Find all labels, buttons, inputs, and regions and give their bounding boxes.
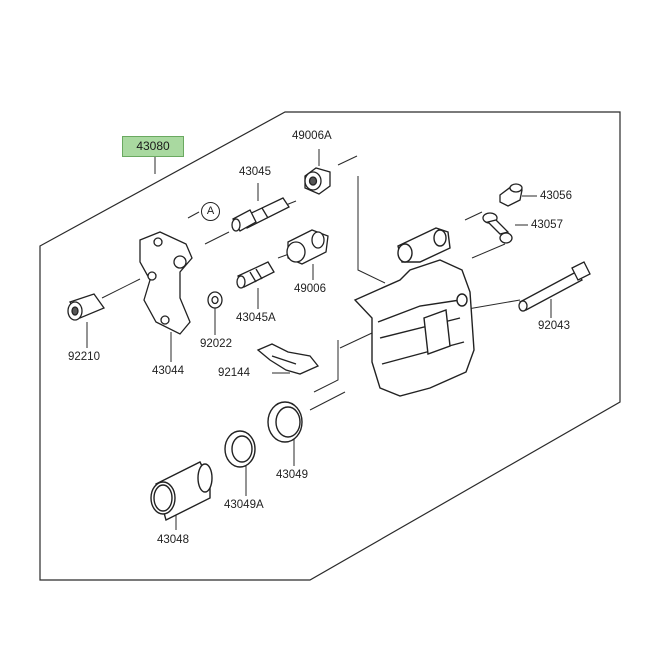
assembly-boundary <box>39 111 621 581</box>
assembly-part-number-badge: 43080 <box>122 136 184 157</box>
part-label-92210: 92210 <box>68 351 100 363</box>
part-label-92043: 92043 <box>538 320 570 332</box>
pin-43045a <box>236 261 275 289</box>
part-label-49006a: 49006A <box>292 130 332 142</box>
part-label-43045: 43045 <box>239 166 271 178</box>
seal-43049 <box>267 401 303 443</box>
boot-49006 <box>286 229 329 265</box>
part-label-92144: 92144 <box>218 367 250 379</box>
cap-43057 <box>482 212 513 244</box>
bleeder-43056 <box>499 183 523 207</box>
washer-92022 <box>207 291 223 309</box>
sleeve-92210 <box>67 293 106 321</box>
part-label-43056: 43056 <box>540 190 572 202</box>
part-label-43049: 43049 <box>276 469 308 481</box>
boot-49006a <box>304 167 331 195</box>
part-label-43049a: 43049A <box>224 499 264 511</box>
spring-92144 <box>256 343 320 375</box>
pin-43045 <box>231 197 290 232</box>
part-label-43057: 43057 <box>531 219 563 231</box>
pin-92043 <box>518 261 591 312</box>
bracket-43044 <box>139 231 193 335</box>
callout-marker-a: A <box>201 202 220 221</box>
part-label-92022: 92022 <box>200 338 232 350</box>
piston-43048 <box>150 461 213 522</box>
part-label-49006: 49006 <box>294 283 326 295</box>
part-label-43044: 43044 <box>152 365 184 377</box>
caliper-body <box>353 227 475 397</box>
part-label-43045a: 43045A <box>236 312 276 324</box>
seal-43049a <box>224 430 256 468</box>
part-label-43048: 43048 <box>157 534 189 546</box>
